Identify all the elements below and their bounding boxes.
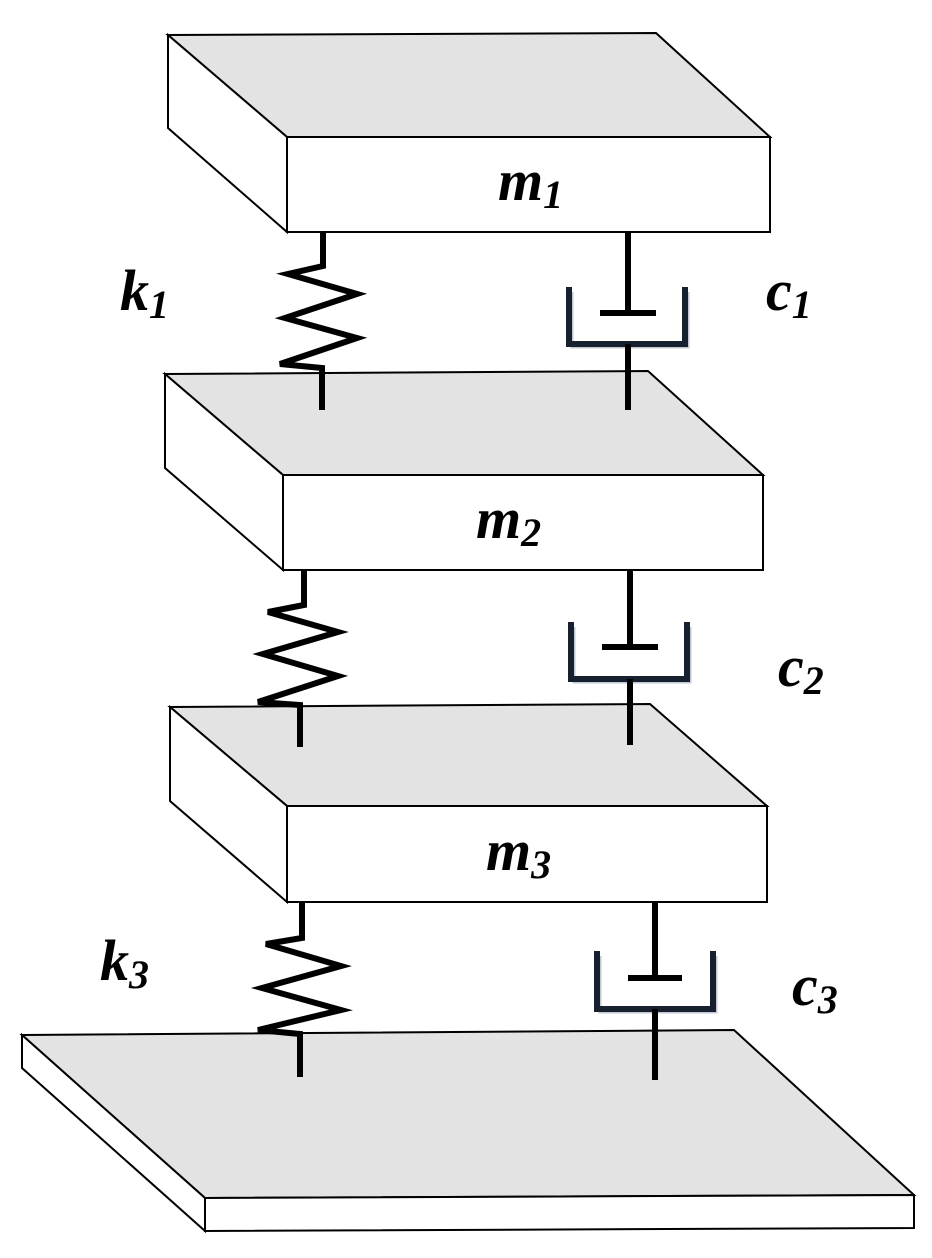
damper-3-label-subscript: 3 — [817, 977, 838, 1022]
spring-1 — [274, 233, 368, 410]
damper-1-label: c1 — [766, 258, 812, 327]
ground-plate — [19, 1028, 917, 1234]
spring-3-label-subscript: 3 — [128, 952, 149, 997]
spring-3 — [250, 902, 353, 1077]
mass-2-label-subscript: 2 — [520, 510, 541, 555]
damper-2 — [568, 570, 692, 745]
mass-block-3 — [167, 702, 770, 905]
mass-block-2 — [162, 369, 766, 573]
spring-3-label-symbol: k — [100, 928, 129, 993]
mass-block-1-front — [286, 136, 771, 233]
mass-2-label-symbol: m — [476, 486, 521, 551]
mass-3-label: m3 — [486, 818, 551, 887]
spring-2 — [252, 570, 349, 747]
mass-1-label: m1 — [498, 148, 563, 217]
mass-1-label-subscript: 1 — [543, 172, 563, 217]
spring-1-coil — [274, 233, 368, 410]
mass-3-label-symbol: m — [486, 818, 531, 883]
spring-1-label: k1 — [120, 258, 169, 327]
damper-2-label-subscript: 2 — [803, 658, 824, 703]
damper-2-label: c2 — [778, 634, 824, 703]
mass-2-label: m2 — [476, 486, 541, 555]
damper-1-label-symbol: c — [766, 258, 792, 323]
damper-1-label-subscript: 1 — [792, 282, 812, 327]
ground-plate-front — [204, 1193, 915, 1233]
damper-3 — [594, 902, 718, 1080]
damper-2-label-symbol: c — [778, 634, 804, 699]
damper-3-label-symbol: c — [792, 953, 818, 1018]
mass-block-3-front — [286, 805, 768, 903]
spring-1-label-subscript: 1 — [149, 282, 169, 327]
damper-1 — [566, 233, 690, 410]
damper-3-label: c3 — [792, 953, 838, 1022]
mass-3-label-subscript: 3 — [530, 842, 551, 887]
spring-2-coil — [252, 570, 349, 747]
mass-block-2-front — [282, 474, 764, 571]
mass-1-label-symbol: m — [498, 148, 543, 213]
spring-3-coil — [250, 902, 353, 1077]
spring-1-label-symbol: k — [120, 258, 149, 323]
mass-block-1 — [165, 31, 773, 235]
spring-3-label: k3 — [100, 928, 149, 997]
